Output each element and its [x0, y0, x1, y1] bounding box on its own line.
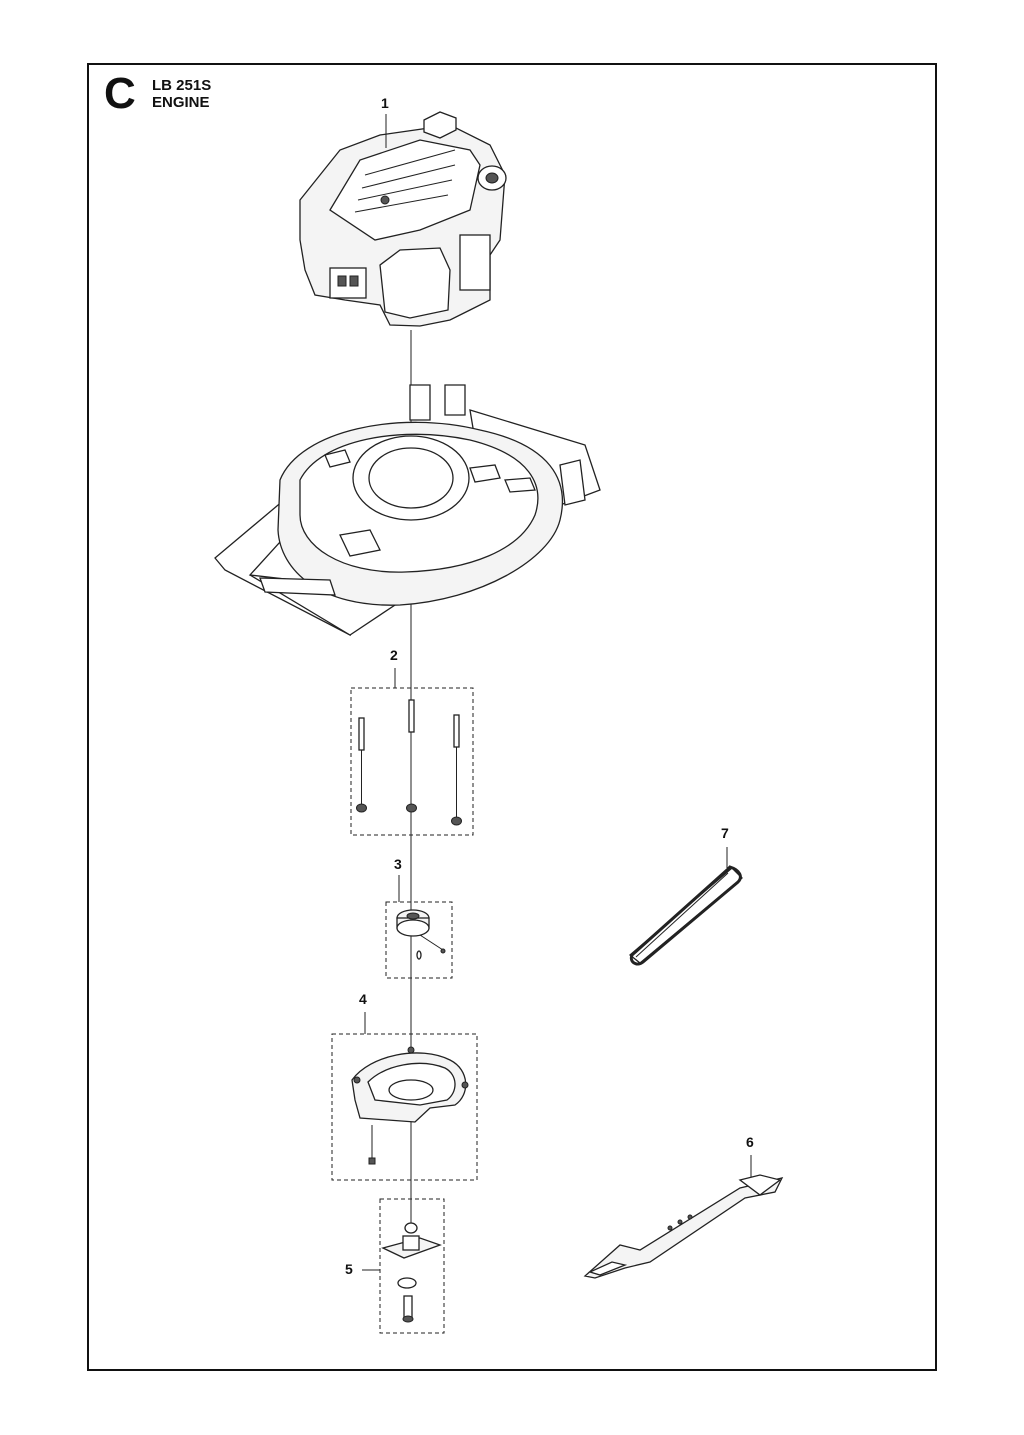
hub-kit-box [385, 901, 453, 979]
model-title: LB 251S [152, 77, 212, 94]
blade-adapter-drawing [381, 1222, 442, 1323]
drive-belt-drawing [628, 865, 743, 966]
group-title: ENGINE [152, 94, 210, 111]
cutting-blade-drawing [583, 1174, 784, 1279]
mower-deck-drawing [214, 384, 601, 637]
callout-4: 4 [359, 991, 367, 1007]
guard-kit-box [331, 1033, 478, 1181]
bolt-set-drawing [356, 699, 462, 826]
page-frame [87, 63, 937, 1371]
callout-3: 3 [394, 856, 402, 872]
engine-drawing [299, 111, 507, 327]
blade-guard-drawing [351, 1046, 469, 1165]
section-letter: C [104, 69, 136, 118]
callout-1: 1 [381, 95, 389, 111]
bolts-kit-box [350, 687, 474, 836]
engine-hub-drawing [396, 909, 446, 960]
callout-5: 5 [345, 1261, 353, 1277]
adapter-kit-box [379, 1198, 445, 1334]
callout-6: 6 [746, 1134, 754, 1150]
callout-2: 2 [390, 647, 398, 663]
callout-7: 7 [721, 825, 729, 841]
